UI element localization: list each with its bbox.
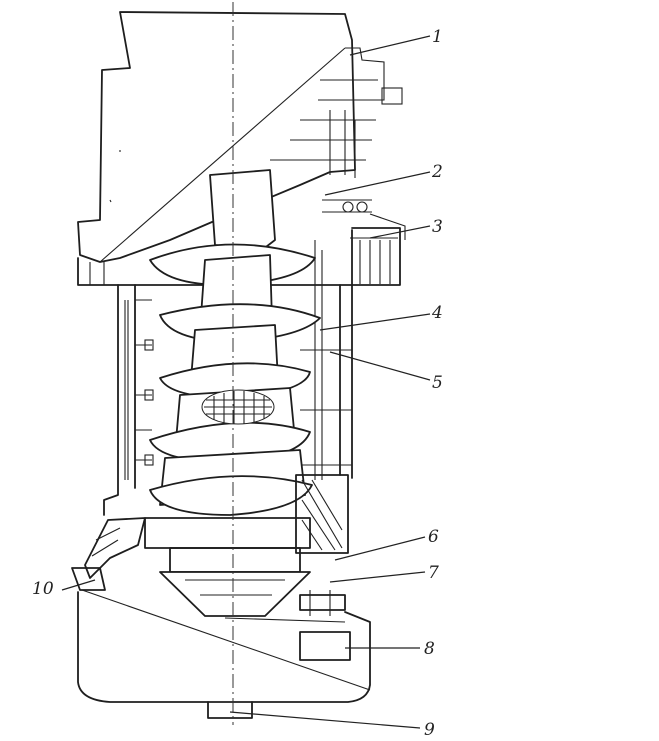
outer-casing (103, 229, 353, 516)
callout-2: 2 (431, 162, 443, 182)
leader-lines (61, 35, 431, 729)
top-housing (77, 11, 403, 263)
upper-flange (77, 199, 406, 286)
callout-4: 4 (431, 303, 443, 323)
callout-5: 5 (432, 373, 443, 393)
bottom-tank (77, 589, 371, 719)
callout-1: 1 (432, 27, 443, 47)
callout-7: 7 (428, 563, 439, 583)
callout-3: 3 (432, 217, 443, 237)
callout-6: 6 (428, 527, 439, 547)
lower-drive (71, 474, 349, 617)
spiral-rotor (149, 169, 321, 516)
callout-10: 10 (32, 579, 54, 599)
callout-8: 8 (424, 639, 435, 659)
callout-9: 9 (424, 720, 435, 740)
perforated-screen (201, 389, 275, 425)
callout-labels: 1 2 3 4 5 6 7 8 9 10 (32, 27, 443, 740)
